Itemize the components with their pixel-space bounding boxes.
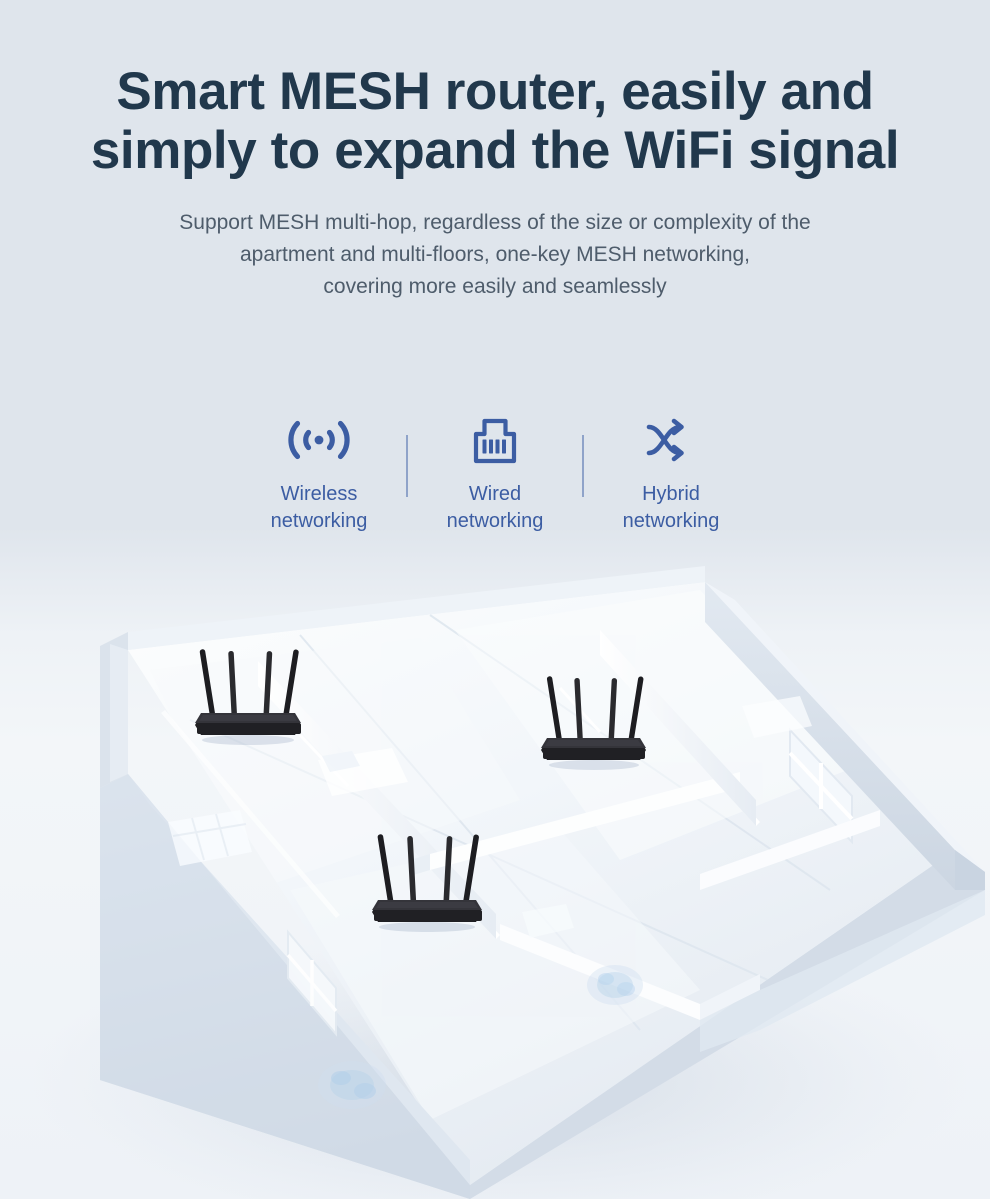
feature-label-line-2: networking [446,509,544,532]
title-line-2: simply to expand the WiFi signal [90,121,900,181]
feature-label-line-1: Hybrid [642,483,700,505]
feature-label-line-2: networking [622,509,720,532]
feature-divider-1 [406,435,408,497]
ethernet-port-icon [467,415,523,465]
wall-right-top [705,582,985,872]
feature-label-line-2: networking [270,509,368,532]
page-title: Smart MESH router, easily and simply to … [0,0,990,181]
header-block: Smart MESH router, easily and simply to … [0,0,990,302]
plant-decorations [318,965,643,1109]
feature-list: Wireless networking Wired ne [0,415,990,535]
router-bedroom-front [360,830,494,932]
wireless-signal-icon [284,415,354,465]
furniture [168,696,812,938]
router-living-right [530,672,658,770]
feature-wireless-networking[interactable]: Wireless networking [232,415,406,535]
feature-label-line-1: Wireless [280,483,358,505]
title-line-1: Smart MESH router, easily and [116,62,874,121]
feature-divider-2 [582,435,584,497]
feature-label-hybrid: Hybrid networking [623,481,720,535]
wall-right-exterior [705,582,955,890]
router-bedroom-left [183,645,313,745]
feature-label-wired: Wired networking [447,481,544,535]
wall-back-top [128,566,705,650]
isometric-house-floorplan [0,560,990,1199]
feature-label-wireless: Wireless networking [271,481,368,535]
feature-label-line-1: Wired [468,483,522,505]
wing-right-floor [700,890,985,1052]
shuffle-arrows-icon [640,415,702,465]
page-subtitle: Support MESH multi-hop, regardless of th… [0,207,990,303]
subtitle-line-1: Support MESH multi-hop, regardless of th… [179,210,811,234]
subtitle-line-2: apartment and multi-floors, one-key MESH… [239,242,751,266]
subtitle-line-3: covering more easily and seamlessly [323,274,667,298]
window-right-wall [788,727,854,845]
window-left-wall [286,929,338,1037]
feature-wired-networking[interactable]: Wired networking [408,415,582,535]
feature-hybrid-networking[interactable]: Hybrid networking [584,415,758,535]
